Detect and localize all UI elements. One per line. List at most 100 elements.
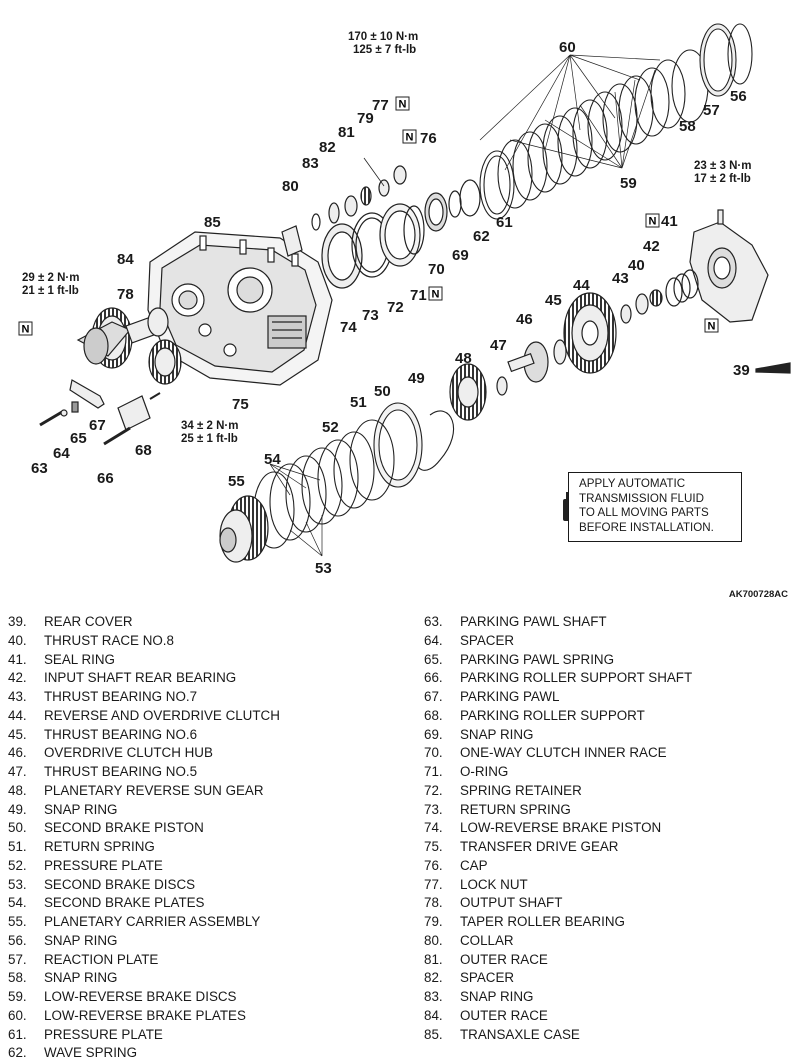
callout-46: 46	[516, 311, 533, 328]
torque-77-ftlb: 125 ± 7 ft-lb	[353, 44, 416, 56]
legend-item-number: 48.	[8, 782, 27, 798]
legend-item: 58.SNAP RING	[8, 969, 280, 988]
legend-item-name: LOCK NUT	[460, 876, 528, 892]
callout-84: 84	[117, 251, 134, 268]
legend-item-number: 61.	[8, 1026, 27, 1042]
legend-item: 54.SECOND BRAKE PLATES	[8, 894, 280, 913]
callout-73: 73	[362, 307, 379, 324]
callout-57: 57	[703, 102, 720, 119]
legend-item-number: 40.	[8, 632, 27, 648]
legend-item: 53.SECOND BRAKE DISCS	[8, 876, 280, 895]
legend-item-name: THRUST RACE NO.8	[44, 632, 174, 648]
new-mark-77: N	[399, 99, 407, 111]
legend-item-number: 76.	[424, 857, 443, 873]
legend-item: 74.LOW-REVERSE BRAKE PISTON	[424, 819, 692, 838]
legend-item: 42.INPUT SHAFT REAR BEARING	[8, 669, 280, 688]
callout-71: 71	[410, 287, 427, 304]
legend-item-name: OUTER RACE	[460, 1007, 548, 1023]
legend-item-number: 54.	[8, 895, 27, 911]
callout-52: 52	[322, 419, 339, 436]
callout-68: 68	[135, 442, 152, 459]
legend-item-name: SEAL RING	[44, 651, 115, 667]
legend-item: 84.OUTER RACE	[424, 1007, 692, 1026]
legend-item: 75.TRANSFER DRIVE GEAR	[424, 838, 692, 857]
legend-item-name: O-RING	[460, 764, 509, 779]
legend-item-number: 46.	[8, 745, 27, 761]
legend-item-number: 72.	[424, 782, 443, 798]
legend-item: 51. RETURN SPRING	[8, 838, 280, 857]
legend-item: 64.SPACER	[424, 632, 692, 651]
callout-50: 50	[374, 383, 391, 400]
legend-item: 55.PLANETARY CARRIER ASSEMBLY	[8, 913, 280, 932]
new-mark-39: N	[708, 321, 716, 333]
legend-item-number: 66.	[424, 670, 443, 686]
legend-item: 57.REACTION PLATE	[8, 951, 280, 970]
legend-item-name: PARKING PAWL SHAFT	[460, 614, 607, 629]
legend-item-number: 62.	[8, 1045, 27, 1061]
low-reverse-brake-pack-illustration	[479, 23, 753, 220]
legend-item-number: 45.	[8, 726, 27, 742]
legend-item-name: LOW-REVERSE BRAKE DISCS	[44, 989, 237, 1004]
legend-item-number: 79.	[424, 914, 443, 929]
callout-82: 82	[319, 139, 336, 156]
callout-55: 55	[228, 473, 245, 490]
callout-78: 78	[117, 286, 134, 303]
legend-item-name: INPUT SHAFT REAR BEARING	[44, 670, 237, 686]
legend-item-name: TRANSAXLE CASE	[460, 1026, 580, 1042]
legend-item-number: 44.	[8, 707, 27, 723]
fluid-application-note: APPLY AUTOMATIC TRANSMISSION FLUID TO AL…	[568, 472, 742, 542]
legend-item: 83.SNAP RING	[424, 988, 692, 1007]
legend-item-name: REVERSE AND OVERDRIVE CLUTCH	[44, 707, 280, 723]
legend-item-number: 43.	[8, 689, 27, 704]
callout-41: 41	[661, 213, 678, 230]
legend-item: 44. REVERSE AND OVERDRIVE CLUTCH	[8, 707, 280, 726]
exploded-view-diagram: 39 40 41 42 43 44 45 46 47 48 49 50 51 5…	[18, 23, 791, 577]
legend-item: 50.SECOND BRAKE PISTON	[8, 819, 280, 838]
legend-item-number: 47.	[8, 764, 27, 779]
torque-75-nm: 34 ± 2 N·m	[181, 420, 238, 432]
callout-74: 74	[340, 319, 357, 336]
torque-39-nm: 23 ± 3 N·m	[694, 160, 751, 172]
new-mark-41: N	[649, 216, 657, 228]
legend-item: 63. PARKING PAWL SHAFT	[424, 613, 692, 632]
torque-78-ftlb: 21 ± 1 ft-lb	[22, 285, 79, 297]
legend-item-name: PARKING PAWL	[460, 689, 560, 704]
legend-item-name: THRUST BEARING NO.7	[44, 689, 198, 704]
legend-item-name: SECOND BRAKE PISTON	[44, 820, 204, 836]
legend-item-name: THRUST BEARING NO.6	[44, 726, 198, 742]
callout-65: 65	[70, 430, 87, 447]
fluid-application-note-text: APPLY AUTOMATIC TRANSMISSION FLUID TO AL…	[579, 477, 714, 534]
torque-78-nm: 29 ± 2 N·m	[22, 272, 79, 284]
callout-43: 43	[612, 270, 629, 287]
callout-54: 54	[264, 451, 281, 468]
legend-item-number: 64.	[424, 632, 443, 648]
legend-item-name: SNAP RING	[44, 932, 118, 948]
legend-item: 61. PRESSURE PLATE	[8, 1026, 280, 1045]
callout-44: 44	[573, 277, 590, 294]
legend-item-name: REAR COVER	[44, 614, 133, 629]
legend-item: 68.PARKING ROLLER SUPPORT	[424, 707, 692, 726]
legend-item-number: 73.	[424, 801, 443, 817]
legend-item: 56.SNAP RING	[8, 932, 280, 951]
legend-item: 78.OUTPUT SHAFT	[424, 894, 692, 913]
callout-58: 58	[679, 118, 696, 135]
legend-item-name: SNAP RING	[460, 989, 534, 1004]
legend-item: 60.LOW-REVERSE BRAKE PLATES	[8, 1007, 280, 1026]
callout-53: 53	[315, 560, 332, 577]
legend-item: 71.O-RING	[424, 763, 692, 782]
legend-item: 82.SPACER	[424, 969, 692, 988]
callout-45: 45	[545, 292, 562, 309]
legend-item-number: 67.	[424, 689, 443, 704]
callout-60: 60	[559, 39, 576, 56]
new-mark-76: N	[406, 132, 414, 144]
callout-47: 47	[490, 337, 507, 354]
legend-item-name: PRESSURE PLATE	[44, 1026, 163, 1042]
legend-item-number: 63.	[424, 614, 443, 629]
legend-item-name: RETURN SPRING	[44, 839, 155, 854]
legend-item: 70.ONE-WAY CLUTCH INNER RACE	[424, 744, 692, 763]
legend-item: 85.TRANSAXLE CASE	[424, 1026, 692, 1045]
legend-item-number: 78.	[424, 895, 443, 911]
legend-item-number: 80.	[424, 932, 443, 948]
callout-61: 61	[496, 214, 513, 231]
legend-item-number: 51.	[8, 839, 27, 854]
